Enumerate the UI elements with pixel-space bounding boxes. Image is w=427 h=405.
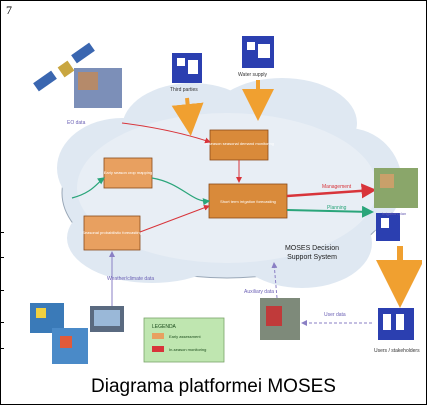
box-short-term-label: Short term irrigation forecasting: [220, 199, 276, 204]
box-early-season-label: Early season crop mapping: [104, 170, 152, 175]
farmer-icon-figure: [381, 218, 389, 228]
margin-tick: [0, 322, 4, 323]
sensor-device-panel: [266, 306, 282, 326]
management-arrow: [286, 183, 377, 199]
box-in-season-label: In-season seasonal demand monitoring: [204, 141, 274, 146]
legend-item-1: Early assessment: [169, 334, 201, 339]
stakeholder-figure-1: [383, 314, 391, 330]
box-in-season: In-season seasonal demand monitoring: [204, 129, 274, 161]
user-data-label: User data: [324, 312, 346, 318]
figure-caption: Diagrama platformei MOSES: [91, 376, 336, 397]
management-label: Management: [322, 184, 352, 190]
computer-screen: [94, 310, 120, 326]
weather-label: Weather/climate data: [107, 276, 154, 282]
cloud-shape: [57, 78, 402, 288]
satellite-icon: [33, 42, 95, 92]
cloud-title-line2: Support System: [287, 254, 337, 261]
page-number: 7: [6, 3, 12, 17]
planning-label: Planning: [327, 205, 347, 211]
early-to-shortterm-arrow: [151, 177, 211, 206]
margin-tick: [0, 257, 4, 258]
user-icon-2: [242, 36, 274, 68]
cloud-title-line1: MOSES Decision: [285, 245, 339, 252]
weather-map-1-patch: [36, 308, 46, 318]
auxiliary-data-arrow: [271, 262, 278, 299]
weather-map-2-patch: [60, 336, 72, 348]
moses-platform-diagram: EO data Third parties Water supply In-se…: [30, 36, 422, 364]
planning-arrow: [286, 205, 374, 218]
margin-tick: [0, 348, 4, 349]
ws-label: Water supply: [238, 72, 267, 78]
eo-data-label: EO data: [67, 120, 86, 126]
legend-item-2: In-season monitoring: [169, 347, 206, 352]
legend-swatch-2: [152, 346, 164, 352]
box-seasonal-prob: Seasonal probabilistic forecasting: [82, 215, 142, 251]
legend-swatch-1: [152, 333, 164, 339]
eo-image-patch: [78, 72, 98, 90]
user-icon-1: [172, 53, 202, 83]
tpr-label: Third parties: [170, 87, 198, 93]
margin-tick: [0, 232, 4, 233]
stakeholder-figure-2: [396, 314, 404, 330]
auxiliary-label: Auxiliary data: [244, 289, 274, 295]
box-early-season: Early season crop mapping: [103, 157, 153, 189]
eo-to-inseason-arrow: [121, 122, 211, 144]
seasonal-to-shortterm-arrow: [139, 204, 210, 233]
irrigation-label: Irrigation plan: [382, 211, 406, 216]
legend-title: LEGENDA: [152, 324, 177, 330]
legend-box: LEGENDA Early assessment In-season monit…: [143, 317, 225, 363]
box-seasonal-prob-label: Seasonal probabilistic forecasting: [82, 230, 142, 235]
margin-tick: [0, 290, 4, 291]
box-short-term: Short term irrigation forecasting: [208, 183, 288, 219]
field-image-patch: [380, 174, 394, 188]
weather-to-early-arrow: [71, 177, 105, 199]
users-label: Users / stakeholders: [374, 348, 420, 354]
input-arrow-1: [171, 97, 204, 136]
